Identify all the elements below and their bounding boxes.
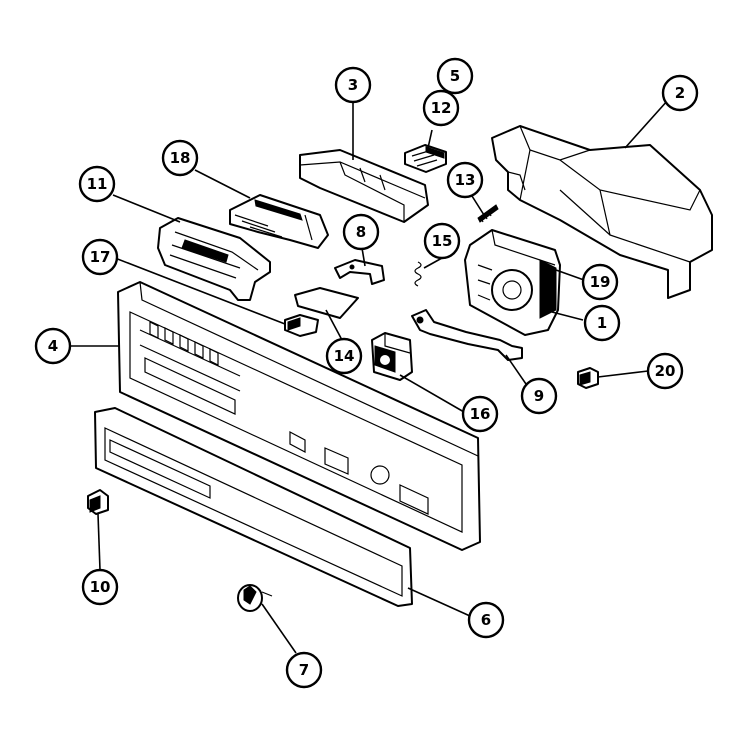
part-10-knob [87, 489, 109, 515]
part-3-tray [299, 149, 429, 223]
callout-19: 19 [581, 263, 619, 301]
callout-1-label: 1 [597, 314, 607, 332]
callout-18: 18 [161, 139, 199, 177]
part-8-clip [334, 259, 385, 285]
part-9-linkage [411, 309, 523, 361]
callout-6-label: 6 [481, 611, 491, 629]
part-7-dial [237, 584, 273, 612]
callout-8: 8 [342, 213, 380, 251]
part-14-plate [294, 287, 359, 319]
callout-17: 17 [81, 238, 119, 276]
callout-16: 16 [461, 395, 499, 433]
callout-1: 1 [583, 304, 621, 342]
callout-14: 14 [325, 337, 363, 375]
callout-3-label: 3 [348, 76, 358, 94]
callout-2-label: 2 [675, 84, 685, 102]
part-18-switch-block [229, 194, 329, 249]
part-13-screw [477, 204, 499, 223]
callout-6: 6 [467, 601, 505, 639]
callout-15: 15 [423, 222, 461, 260]
callout-10-label: 10 [90, 578, 111, 596]
callout-11-label: 11 [87, 175, 108, 193]
part-2-rear-housing [491, 125, 713, 299]
callout-3: 3 [334, 66, 372, 104]
callout-7: 7 [285, 651, 323, 689]
callout-18-label: 18 [170, 149, 191, 167]
callout-19-label: 19 [590, 273, 611, 291]
part-11-switch-housing [157, 217, 271, 301]
part-4-console-panel [117, 281, 481, 551]
callout-11: 11 [78, 165, 116, 203]
callout-16-label: 16 [470, 405, 491, 423]
callout-17-label: 17 [90, 248, 111, 266]
part-16-switch [371, 332, 413, 381]
part-1-timer [464, 229, 561, 336]
leader-lines [70, 99, 669, 654]
callout-14-label: 14 [334, 347, 355, 365]
callout-20-label: 20 [655, 362, 676, 380]
callout-8-label: 8 [356, 223, 366, 241]
callout-9: 9 [520, 377, 558, 415]
callout-13-label: 13 [455, 171, 476, 189]
part-20-clip [577, 367, 599, 389]
part-17-selector [284, 314, 319, 337]
callout-5: 5 [436, 57, 474, 95]
callout-7-label: 7 [299, 661, 309, 679]
callout-13: 13 [446, 161, 484, 199]
callout-20: 20 [646, 352, 684, 390]
callout-4-label: 4 [48, 337, 58, 355]
callout-10: 10 [81, 568, 119, 606]
callout-5-label: 5 [450, 67, 460, 85]
part-12-connector [404, 144, 447, 173]
part-15-spring [414, 261, 422, 287]
callout-9-label: 9 [534, 387, 544, 405]
part-6-lower-panel [94, 407, 413, 607]
callout-12-label: 12 [431, 99, 452, 117]
callout-4: 4 [34, 327, 72, 365]
callout-2: 2 [661, 74, 699, 112]
callout-15-label: 15 [432, 232, 453, 250]
callout-12: 12 [422, 89, 460, 127]
